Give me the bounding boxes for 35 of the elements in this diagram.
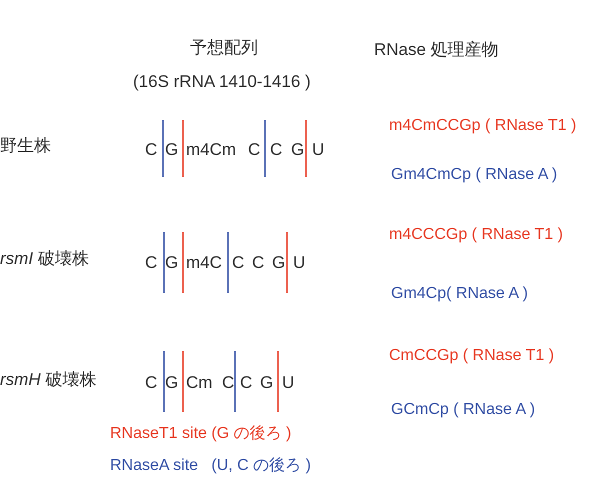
digestion-product: m4CmCCGp ( RNase T1 ) (389, 117, 576, 136)
nucleotide: C (222, 372, 234, 392)
site-legend-text: RNaseT1 site (G の後ろ ) (110, 425, 292, 444)
nucleotide: G (291, 140, 304, 160)
column-heading: RNase 処理産物 (374, 40, 499, 60)
nucleotide: C (232, 252, 244, 272)
nucleotide: G (165, 252, 178, 272)
strain-label: 野生株 (0, 136, 51, 156)
strain-label: rsmH 破壊株 (0, 370, 96, 390)
nucleotide: G (165, 140, 178, 160)
nucleotide: Cm (186, 372, 212, 392)
nucleotide: m4C (186, 252, 222, 272)
nucleotide: U (293, 252, 306, 272)
nucleotide: C (145, 140, 158, 160)
digestion-product: GCmCp ( RNase A ) (391, 401, 536, 420)
digestion-product: m4CCCGp ( RNase T1 ) (389, 226, 563, 245)
nucleotide: U (282, 372, 294, 392)
digestion-product: Gm4Cp( RNase A ) (391, 285, 528, 304)
nucleotide: C (270, 140, 282, 160)
nucleotide: C (145, 372, 158, 392)
site-legend-text: RNaseA site (U, C の後ろ ) (110, 457, 311, 476)
nucleotide: G (165, 372, 178, 392)
nucleotide: C (248, 140, 260, 160)
nucleotide: C (145, 252, 158, 272)
nucleotide: C (252, 252, 264, 272)
nucleotide: C (240, 372, 252, 392)
sequence-region-note: (16S rRNA 1410-1416 ) (133, 72, 311, 92)
digestion-product: CmCCGp ( RNase T1 ) (389, 347, 554, 366)
nucleotide: U (312, 140, 324, 160)
column-heading: 予想配列 (190, 38, 258, 58)
nucleotide: G (272, 252, 286, 272)
nucleotide: G (260, 372, 274, 392)
strain-label: rsmI 破壊株 (0, 248, 89, 268)
digestion-product: Gm4CmCp ( RNase A ) (391, 166, 558, 185)
nucleotide: m4Cm (186, 140, 236, 160)
